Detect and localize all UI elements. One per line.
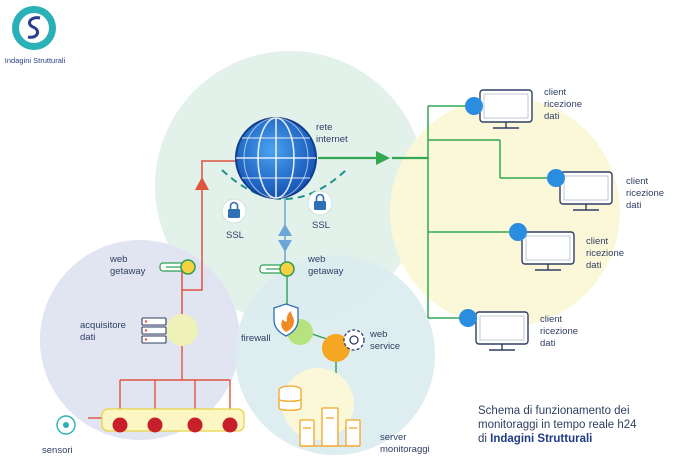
firewall-label: firewall	[241, 333, 271, 344]
sensor-node	[222, 417, 238, 433]
uplink-arrow	[195, 177, 209, 190]
web-service-label-2: service	[370, 341, 400, 352]
sensor-icon	[56, 415, 76, 435]
client-label-2: ricezione	[544, 99, 582, 110]
web-gateway-left-label-1: web	[109, 254, 127, 265]
client-label-1: client	[544, 87, 567, 98]
firewall-icon	[273, 303, 299, 337]
caption-line-3: di Indagini Strutturali	[478, 433, 592, 445]
client-monitor-icon	[509, 223, 575, 271]
caption-line-2: monitoraggi in tempo reale h24	[478, 419, 637, 431]
caption-brand: Indagini Strutturali	[490, 433, 592, 445]
client-zone	[390, 97, 620, 327]
internet-globe-icon	[235, 117, 317, 199]
ssl-right-label: SSL	[312, 220, 330, 231]
client-label-2: ricezione	[540, 326, 578, 337]
client-monitor-icon	[547, 169, 613, 211]
network-label-1: rete	[316, 122, 332, 133]
web-service-node	[322, 334, 350, 362]
client-label-2: ricezione	[586, 248, 624, 259]
client-label-1: client	[540, 314, 563, 325]
caption-prefix: di	[478, 433, 490, 445]
client-label-1: client	[626, 176, 649, 187]
bidirectional-arrow-icon	[278, 198, 292, 262]
server-label-2: monitoraggi	[380, 444, 430, 455]
client-links	[318, 105, 552, 319]
client-label-3: dati	[540, 338, 555, 349]
client-label-3: dati	[626, 200, 641, 211]
web-gateway-right-label-1: web	[307, 254, 325, 265]
sensori-label: sensori	[42, 445, 73, 456]
client-monitor-icon	[459, 309, 529, 351]
logo: Indagini Strutturali	[2, 2, 68, 65]
ssl-arc	[221, 169, 347, 200]
network-label-2: internet	[316, 134, 348, 145]
web-gateway-left-icon	[159, 259, 196, 275]
ssl-left-lock-icon	[221, 198, 247, 224]
sensor-node	[147, 417, 163, 433]
acquisitore-label-2: dati	[80, 332, 95, 343]
ssl-right-lock-icon	[307, 190, 333, 216]
logo-text: Indagini Strutturali	[5, 56, 66, 65]
web-gateway-left-label-2: getaway	[110, 266, 146, 277]
acquisitore-server-icon	[141, 317, 167, 344]
acquisitore-halo	[166, 314, 198, 346]
sensor-bus	[101, 408, 245, 432]
caption-line-1: Schema di funzionamento dei	[478, 405, 630, 417]
sensor-node	[187, 417, 203, 433]
gear-icon	[343, 329, 365, 351]
ssl-left-label: SSL	[226, 230, 244, 241]
client-label-3: dati	[544, 111, 559, 122]
acquisitore-label-1: acquisitore	[80, 320, 126, 331]
client-label-2: ricezione	[626, 188, 664, 199]
web-gateway-right-label-2: getaway	[308, 266, 344, 277]
client-label-1: client	[586, 236, 609, 247]
client-label-3: dati	[586, 260, 601, 271]
database-icon	[278, 385, 302, 411]
sensor-node	[112, 417, 128, 433]
web-service-label-1: web	[369, 329, 387, 340]
client-monitor-icon	[465, 89, 533, 129]
server-label-1: server	[380, 432, 406, 443]
outbound-arrow	[376, 151, 390, 165]
server-rack-icon	[299, 407, 361, 447]
